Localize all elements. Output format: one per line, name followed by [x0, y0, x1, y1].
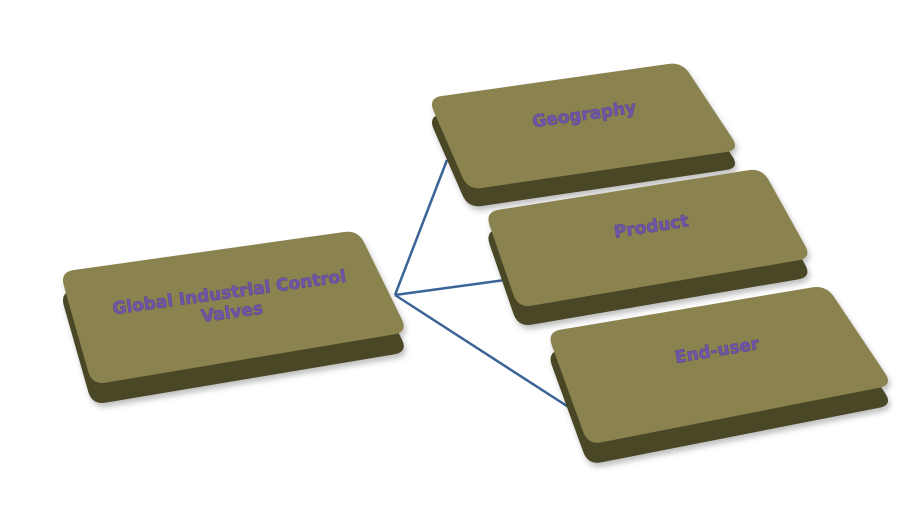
box-top — [431, 63, 736, 189]
connectors — [393, 159, 571, 410]
connector-line — [394, 293, 571, 410]
node-product[interactable]: Product — [488, 169, 808, 326]
node-geography[interactable]: Geography — [431, 63, 736, 207]
connector-line — [394, 278, 506, 297]
box-top — [550, 286, 889, 443]
box-top — [62, 231, 404, 384]
box-top — [488, 169, 808, 307]
node-end-user[interactable]: End-user — [550, 286, 889, 463]
connector-line — [393, 159, 449, 296]
